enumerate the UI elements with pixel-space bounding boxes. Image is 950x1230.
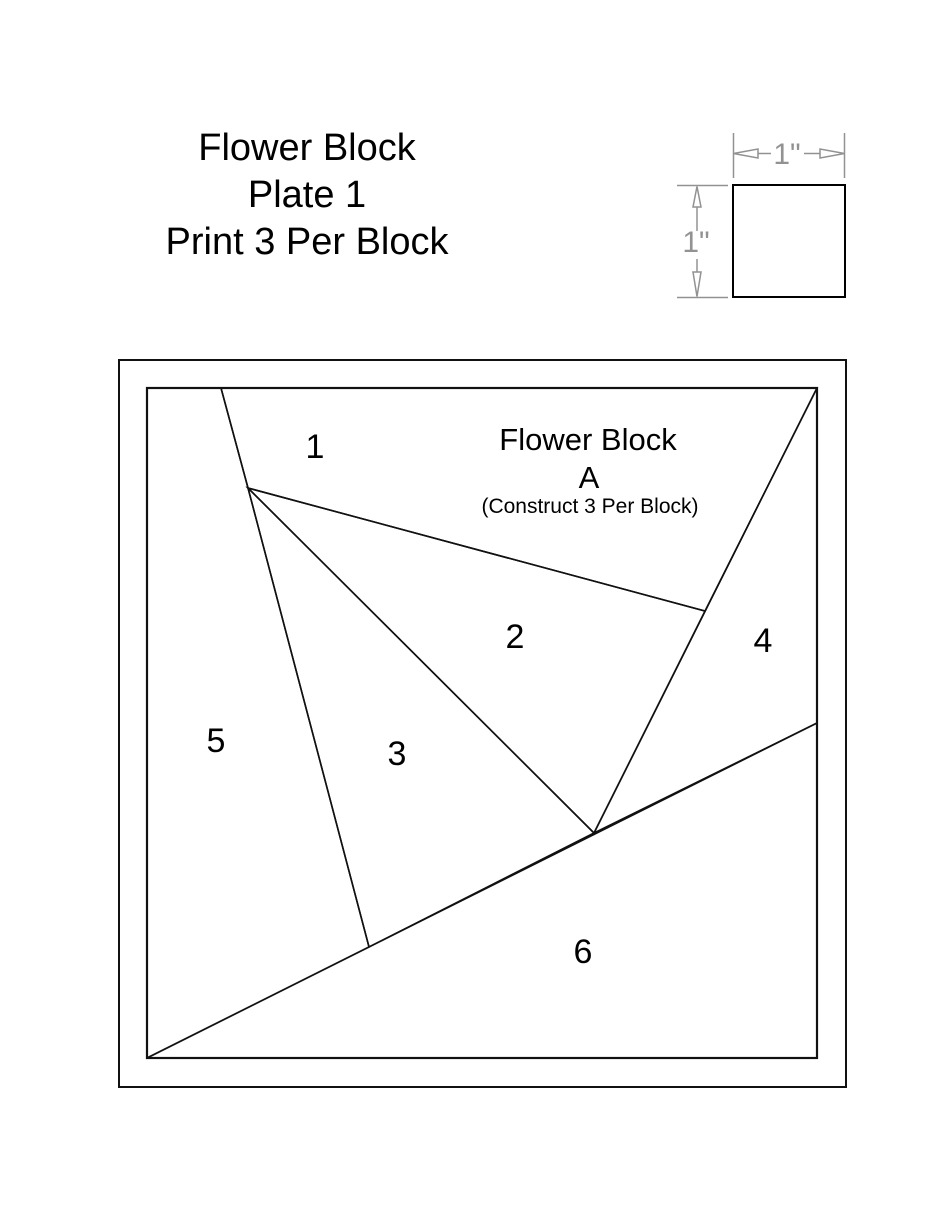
- scale-reference-square: [732, 184, 846, 298]
- block-note: (Construct 3 Per Block): [481, 495, 698, 518]
- piece-5-label: 5: [207, 722, 226, 760]
- sheet-title: Flower Block Plate 1 Print 3 Per Block: [166, 127, 450, 263]
- arrow-down-icon: [692, 271, 702, 297]
- scale-width-label: 1": [773, 138, 800, 171]
- sheet-title-line-2: Plate 1: [248, 174, 366, 216]
- arrow-left-icon: [733, 148, 759, 159]
- piece-numbers: 1 2 3 4 5 6: [207, 428, 773, 971]
- scale-width-dimension: 1": [732, 133, 846, 178]
- arrow-right-icon: [819, 148, 845, 159]
- piece-6-label: 6: [574, 933, 593, 971]
- block-variant: A: [579, 460, 600, 495]
- scale-height-label: 1": [682, 226, 709, 259]
- piece-4-label: 4: [754, 622, 773, 660]
- plate-border: [118, 359, 847, 1088]
- piece-3-label: 3: [388, 735, 407, 773]
- scale-height-dimension: 1": [677, 184, 728, 299]
- block-caption: Flower Block A (Construct 3 Per Block): [481, 422, 698, 518]
- arrow-up-icon: [692, 186, 702, 208]
- piece-2-label: 2: [506, 618, 525, 656]
- sheet-title-line-1: Flower Block: [198, 127, 416, 169]
- sheet-title-line-3: Print 3 Per Block: [166, 221, 450, 263]
- piece-3-region: [246, 485, 596, 949]
- block-diagram: Flower Block A (Construct 3 Per Block) 1…: [145, 386, 819, 1060]
- piece-1-label: 1: [306, 428, 325, 466]
- block-outline: [145, 386, 819, 1060]
- scale-reference: 1" 1": [677, 133, 846, 299]
- block-heading: Flower Block: [499, 422, 677, 457]
